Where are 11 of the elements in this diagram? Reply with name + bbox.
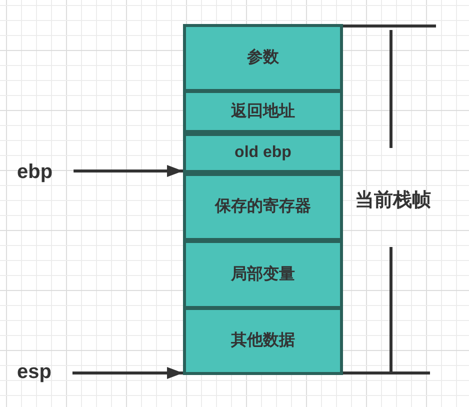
arrow bbox=[72, 367, 183, 379]
stack-slot: old ebp bbox=[183, 133, 343, 173]
bracket-label: 当前栈帧 bbox=[355, 188, 431, 212]
stack-slot: 局部变量 bbox=[183, 240, 343, 309]
pointer-label: ebp bbox=[17, 160, 53, 184]
pointer-label: esp bbox=[17, 360, 52, 384]
stack-slot: 参数 bbox=[183, 24, 343, 92]
stack-slot: 其他数据 bbox=[183, 307, 343, 375]
arrow bbox=[74, 165, 183, 177]
stack-slot: 保存的寄存器 bbox=[183, 173, 343, 241]
stack-slot: 返回地址 bbox=[183, 90, 343, 133]
